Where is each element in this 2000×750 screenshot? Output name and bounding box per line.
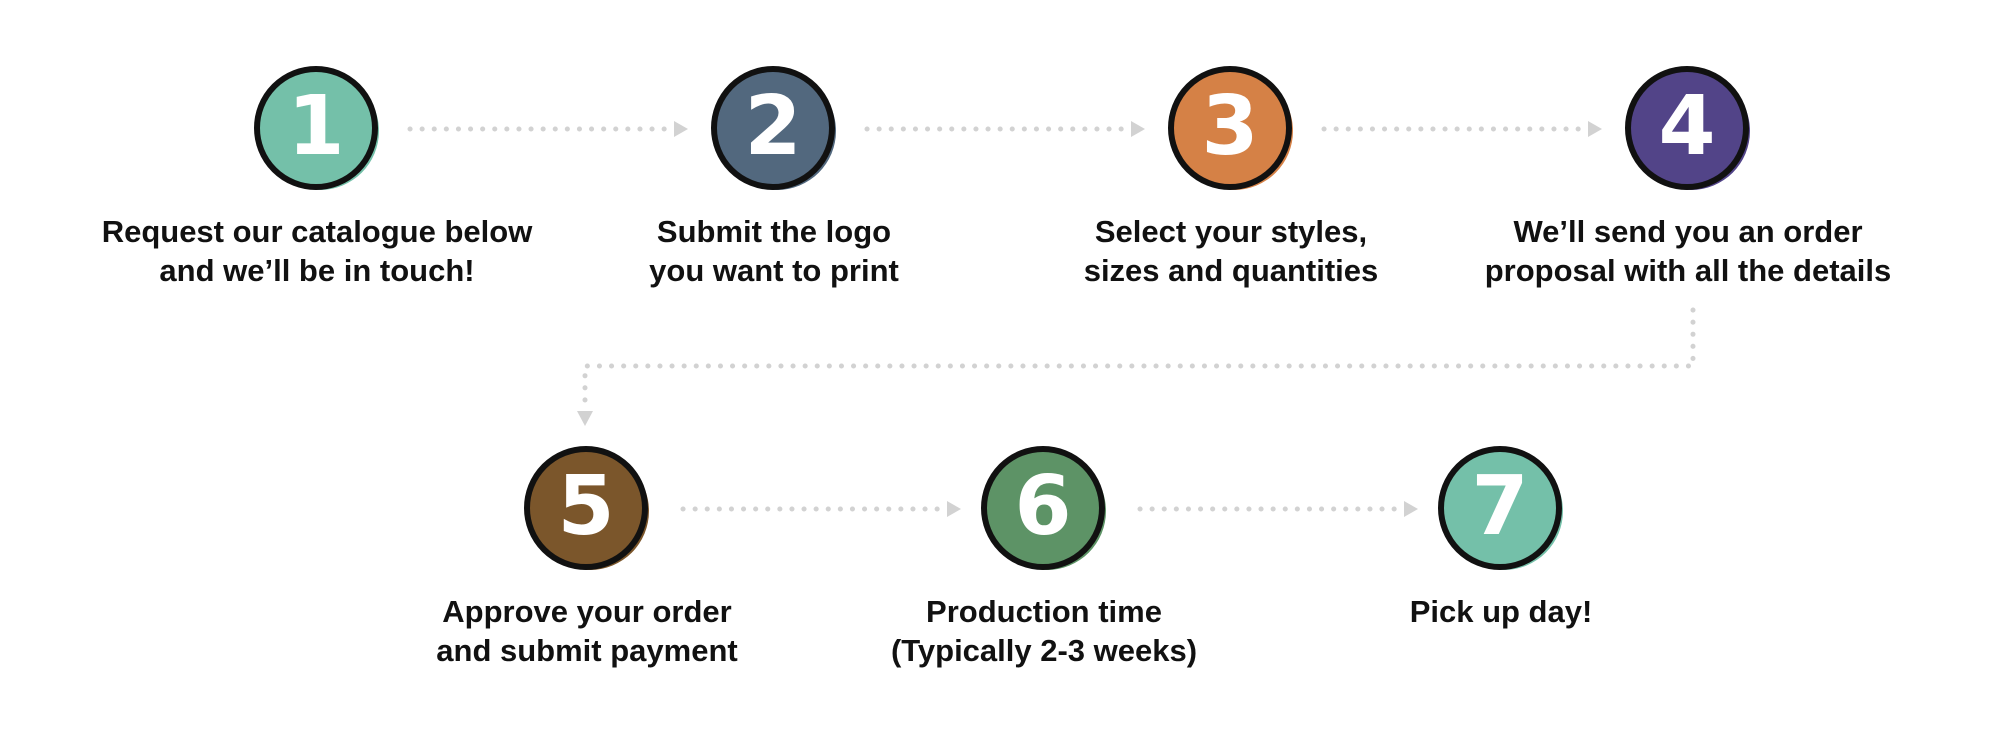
step-number: 7 xyxy=(1471,459,1529,554)
step-caption-line: sizes and quantities xyxy=(1083,253,1379,288)
step-caption-line: Production time xyxy=(926,594,1162,629)
arrowhead-2-3 xyxy=(1131,121,1145,137)
step-number: 6 xyxy=(1014,459,1072,554)
step-caption-line: Pick up day! xyxy=(1409,594,1593,629)
arrowhead-3-4 xyxy=(1588,121,1602,137)
step-number: 3 xyxy=(1201,79,1259,174)
badge-circle: 1 xyxy=(254,66,378,190)
arrowhead-1-2 xyxy=(674,121,688,137)
step-badge: 4 xyxy=(1625,66,1751,192)
step-badge: 1 xyxy=(254,66,380,192)
step-number: 2 xyxy=(744,79,802,174)
step-caption: Production time (Typically 2-3 weeks) xyxy=(784,592,1304,670)
step-badge: 3 xyxy=(1168,66,1294,192)
step-badge: 6 xyxy=(981,446,1107,572)
step-caption-line: and we’ll be in touch! xyxy=(159,253,475,288)
badge-circle: 6 xyxy=(981,446,1105,570)
step-caption-line: you want to print xyxy=(649,253,899,288)
step-caption-line: Approve your order xyxy=(442,594,732,629)
arrowhead-6-7 xyxy=(1404,501,1418,517)
connector-4-5 xyxy=(582,307,1696,413)
badge-circle: 3 xyxy=(1168,66,1292,190)
badge-circle: 7 xyxy=(1438,446,1562,570)
step-caption: Pick up day! xyxy=(1241,592,1761,631)
badge-circle: 2 xyxy=(711,66,835,190)
step-badge: 7 xyxy=(1438,446,1564,572)
step-caption-line: Request our catalogue below xyxy=(101,214,533,249)
step-caption-line: and submit payment xyxy=(436,633,738,668)
step-caption-line: Select your styles, xyxy=(1094,214,1368,249)
step-badge: 5 xyxy=(524,446,650,572)
badge-circle: 5 xyxy=(524,446,648,570)
step-caption-line: (Typically 2-3 weeks) xyxy=(890,633,1198,668)
step-number: 5 xyxy=(557,459,615,554)
step-caption-line: Submit the logo xyxy=(656,214,892,249)
step-number: 1 xyxy=(287,79,345,174)
step-caption: Submit the logo you want to print xyxy=(514,212,1034,290)
step-caption: Approve your order and submit payment xyxy=(327,592,847,670)
step-caption: We’ll send you an order proposal with all… xyxy=(1428,212,1948,290)
badge-circle: 4 xyxy=(1625,66,1749,190)
step-caption: Request our catalogue below and we’ll be … xyxy=(57,212,577,290)
arrowhead-4-5 xyxy=(577,411,593,426)
arrowhead-5-6 xyxy=(947,501,961,517)
step-caption-line: proposal with all the details xyxy=(1484,253,1892,288)
step-number: 4 xyxy=(1658,79,1716,174)
step-caption-line: We’ll send you an order xyxy=(1513,214,1863,249)
step-badge: 2 xyxy=(711,66,837,192)
step-caption: Select your styles, sizes and quantities xyxy=(971,212,1491,290)
